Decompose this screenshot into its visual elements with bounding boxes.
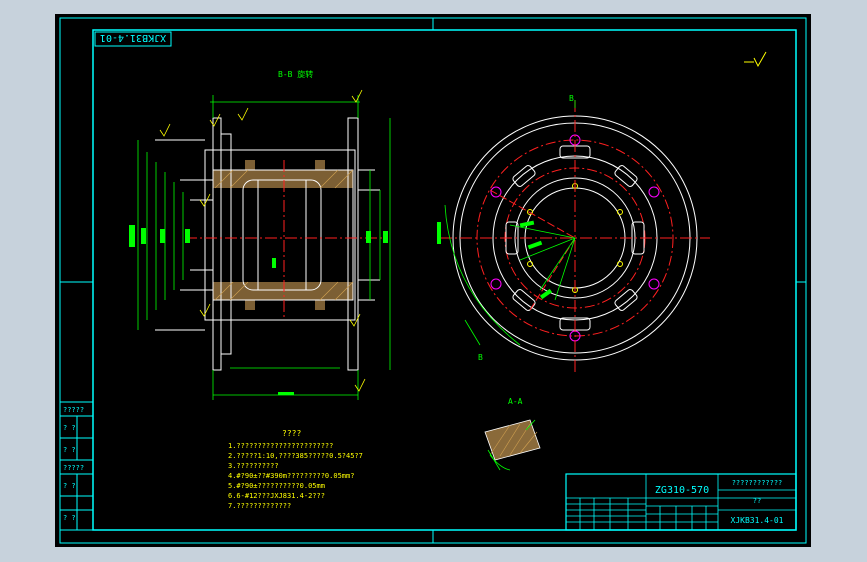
detail-label: A-A xyxy=(508,397,523,406)
part-number: ZG310-570 xyxy=(655,485,709,496)
left-column-labels: ????? ? ? ? ? ????? ? ? ? ? xyxy=(63,406,84,522)
drawing-sheet xyxy=(55,14,811,547)
drawing-number: XJKB31.4-01 xyxy=(731,516,784,525)
note-line-2: 2.?????1:10,????385?????0.5?45?7 xyxy=(228,452,363,460)
note-line-6: 6.6-#12???JXJ831.4-2??? xyxy=(228,492,325,500)
title-block xyxy=(565,473,797,531)
mirrored-code-box: XJKB31.4-01 xyxy=(94,31,172,47)
notes-title: ???? xyxy=(282,429,301,438)
left-column xyxy=(59,401,94,531)
note-line-3: 3.?????????? xyxy=(228,462,279,470)
section-view xyxy=(129,89,391,400)
detail-view xyxy=(484,419,541,471)
note-line-5: 5.#?90±??????????0.05mm xyxy=(228,482,325,490)
front-view xyxy=(437,100,710,375)
note-line-7: 7.????????????? xyxy=(228,502,291,510)
note-line-1: 1.??????????????????????? xyxy=(228,442,333,450)
left-label-3: ? ? xyxy=(63,446,76,454)
left-label-1: ????? xyxy=(63,406,84,414)
note-line-4: 4.#?90±??#390m?????????0.05mm? xyxy=(228,472,354,480)
title-mid-right: ?? xyxy=(753,497,761,505)
left-label-4: ????? xyxy=(63,464,84,472)
title-top-right: ???????????? xyxy=(732,479,783,487)
section-label: B-B 旋转 xyxy=(278,69,313,79)
left-label-2: ? ? xyxy=(63,424,76,432)
section-marker-top: B xyxy=(569,94,574,103)
frame xyxy=(59,17,807,544)
section-marker-bottom: B xyxy=(478,353,483,362)
roughness-mark xyxy=(744,51,767,68)
left-label-5: ? ? xyxy=(63,482,76,490)
title-block-text: ZG310-570 ???????????? ?? XJKB31.4-01 xyxy=(655,479,784,525)
technical-notes: ???? 1.??????????????????????? 2.?????1:… xyxy=(228,429,363,510)
mirrored-code: XJKB31.4-01 xyxy=(100,32,166,43)
left-label-6: ? ? xyxy=(63,514,76,522)
